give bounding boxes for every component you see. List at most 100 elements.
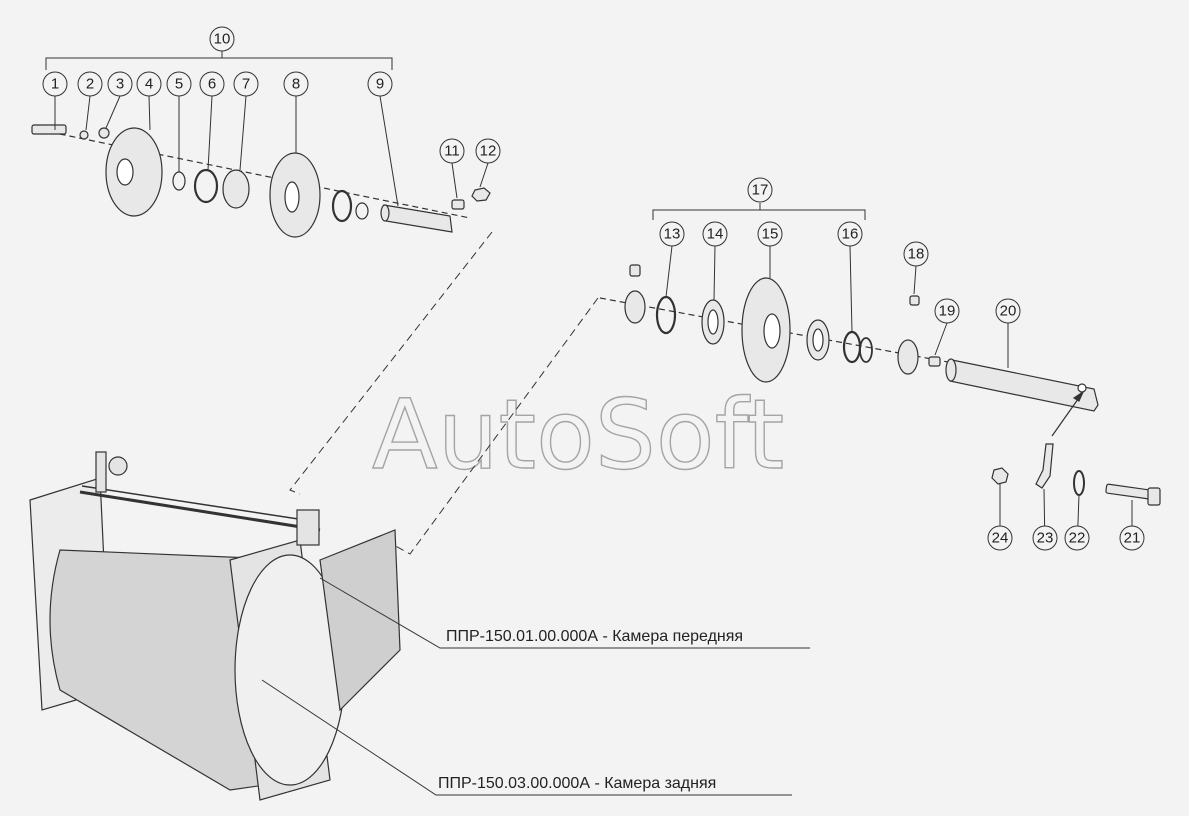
callout-circle-10 [209, 26, 235, 52]
left-axis-line [39, 129, 471, 219]
callout-leader-6 [207, 95, 213, 171]
callout-number-3: 3 [116, 76, 124, 93]
callout-number-6: 6 [208, 76, 216, 93]
part-circlip-16 [842, 330, 862, 364]
callout-leader-9 [379, 95, 399, 207]
callout-22: 22 [1064, 494, 1090, 551]
callout-leader-18 [913, 265, 917, 295]
callout-leader-11 [451, 162, 458, 199]
callout-leader-19 [934, 322, 948, 356]
callout-circle-2 [77, 71, 103, 97]
part-pin-9-end [380, 204, 390, 222]
tie-rod [79, 490, 321, 532]
callout-number-13: 13 [664, 226, 681, 243]
part-ring-8c [355, 202, 369, 220]
callout-number-23: 23 [1037, 530, 1054, 547]
callout-14: 14 [702, 221, 728, 301]
callout-4: 4 [136, 71, 162, 131]
callout-circle-15 [757, 221, 783, 247]
front-chamber-body [319, 529, 401, 712]
part-plug-11 [451, 199, 465, 210]
callout-number-16: 16 [842, 226, 859, 243]
label-leaders [261, 577, 810, 796]
callout-17: 17 [747, 177, 773, 203]
chamber-assembly [29, 451, 401, 801]
callout-number-4: 4 [145, 76, 153, 93]
callout-number-24: 24 [992, 530, 1009, 547]
callout-16: 16 [837, 221, 863, 333]
callout-circle-7 [233, 71, 259, 97]
chamber-bracket [95, 451, 107, 493]
callout-8: 8 [283, 71, 309, 153]
callout-number-20: 20 [1000, 303, 1017, 320]
part-axle-20 [949, 359, 1099, 412]
right-assembly [599, 264, 1161, 506]
part-bolt-21-head [1147, 487, 1161, 506]
callout-number-1: 1 [51, 76, 59, 93]
callout-circle-9 [367, 71, 393, 97]
callout-9: 9 [367, 71, 399, 207]
callout-leader-16 [849, 245, 853, 333]
callout-leader-2 [85, 95, 91, 131]
callout-number-12: 12 [480, 143, 497, 160]
callout-circle-13 [659, 221, 685, 247]
part-axle-20-hole [1077, 383, 1087, 393]
callout-circle-23 [1032, 525, 1058, 551]
callout-circle-1 [42, 71, 68, 97]
callout-number-22: 22 [1069, 530, 1086, 547]
callout-circle-17 [747, 177, 773, 203]
part-nut-24 [991, 467, 1009, 485]
part-nut-12 [471, 187, 491, 202]
callout-circle-21 [1119, 525, 1145, 551]
label-front-chamber: ППР-150.01.00.000А - Камера передняя [446, 628, 743, 645]
part-flange-8-hole [284, 181, 300, 213]
callout-3: 3 [105, 71, 133, 129]
part-washer-2 [79, 130, 89, 140]
part-flange-4 [105, 127, 163, 217]
group-10-bracket [45, 57, 393, 70]
callout-circle-4 [136, 71, 162, 97]
part-wheel-15-bore [763, 313, 781, 349]
part-bearing-right-bore [812, 328, 824, 352]
watermark: AutoSoft [372, 379, 784, 491]
callout-circle-5 [166, 71, 192, 97]
part-axle-20-end [945, 358, 957, 382]
callout-number-18: 18 [908, 246, 925, 263]
leader-front-chamber [319, 577, 810, 649]
callout-12: 12 [475, 138, 501, 188]
chamber-hinge [296, 509, 320, 546]
callout-number-8: 8 [292, 76, 300, 93]
callout-number-11: 11 [444, 143, 460, 160]
callout-number-2: 2 [86, 76, 94, 93]
callout-13: 13 [659, 221, 685, 298]
callout-20: 20 [995, 298, 1021, 368]
part-circlip-8b [331, 189, 353, 223]
callout-number-10: 10 [214, 31, 231, 48]
callout-circle-3 [107, 71, 133, 97]
part-pin-9 [383, 204, 453, 233]
part-ring-5 [172, 171, 186, 191]
callout-5: 5 [166, 71, 192, 172]
callout-number-7: 7 [242, 76, 250, 93]
callout-circle-6 [199, 71, 225, 97]
callout-23: 23 [1032, 488, 1058, 551]
callout-number-15: 15 [762, 226, 779, 243]
part-plug-18 [909, 295, 920, 306]
part-flange-4-hole [116, 158, 134, 186]
callout-number-17: 17 [752, 182, 769, 199]
callout-circle-19 [934, 298, 960, 324]
left-assembly [31, 124, 491, 238]
chamber-bearing [108, 456, 128, 476]
part-bushing-7 [222, 169, 250, 209]
part-bolt-21 [1105, 483, 1151, 500]
leader-rear-chamber [261, 679, 792, 796]
callout-circle-18 [903, 241, 929, 267]
callout-15: 15 [757, 221, 783, 278]
tie-rod-upper [81, 485, 319, 523]
callout-19: 19 [934, 298, 960, 356]
callout-circle-11 [439, 138, 465, 164]
part-ring-16b [859, 337, 873, 363]
